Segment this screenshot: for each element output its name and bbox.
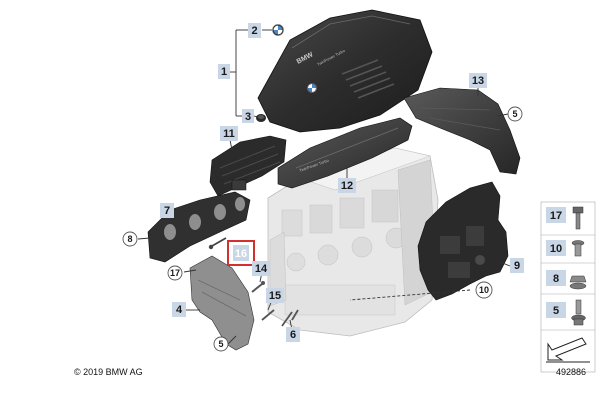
callout-13: 13: [469, 73, 487, 88]
callout-12-number: 12: [341, 180, 353, 192]
callout-3: 3: [242, 109, 254, 123]
engine-block: [267, 147, 439, 337]
fastener-label-5: 5: [553, 305, 559, 317]
callout-14-number: 14: [255, 263, 268, 275]
part-9-sound-insulation: [417, 181, 509, 301]
callout-14: 14: [252, 261, 270, 276]
callout-16-highlighted: 16: [227, 240, 255, 266]
document-number: 492886: [556, 367, 587, 377]
svg-text:7: 7: [164, 205, 170, 217]
callout-5-lower: 5: [213, 336, 229, 352]
callout-2: 2: [248, 23, 261, 38]
callout-15-number: 15: [269, 290, 281, 302]
callout-16-number: 16: [235, 248, 247, 260]
clip-icon: [571, 240, 585, 257]
fastener-label-8: 8: [553, 273, 559, 285]
bolt-icon: [572, 206, 584, 230]
fastener-row-8: 8: [546, 270, 587, 290]
callout-4-number: 4: [176, 304, 183, 316]
grommet-icon: [571, 299, 586, 326]
callout-10-number: 10: [479, 285, 489, 295]
fastener-row-5: 5: [546, 299, 586, 326]
callout-11: 11: [220, 126, 238, 141]
callout-5-lower-number: 5: [218, 339, 223, 349]
callout-1-number: 1: [221, 66, 227, 78]
orientation-arrow-icon: [546, 337, 590, 363]
callout-9: 9: [510, 258, 524, 273]
callout-9-number: 9: [514, 260, 520, 272]
callout-17-number: 17: [170, 268, 180, 278]
callout-10: 10: [475, 281, 493, 299]
fastener-row-17: 17: [546, 206, 584, 230]
callout-5-upper-number: 5: [512, 109, 517, 119]
callout-8-number: 8: [127, 234, 132, 244]
part-16-clip: [208, 237, 227, 250]
callout-13-number: 13: [472, 75, 484, 87]
fastener-table: 17 10 8 5: [540, 201, 596, 373]
engine-cover: BMW TwinPower Turbo: [257, 9, 433, 133]
nut-icon: [569, 275, 587, 290]
part-11-intake-shield: [209, 135, 287, 197]
callout-6: 6: [286, 327, 300, 342]
callout-3-number: 3: [245, 111, 251, 123]
callout-8: 8: [122, 231, 138, 247]
callout-4: 4: [172, 302, 186, 317]
part-3-grommet: [256, 114, 266, 122]
leader-lines: [137, 29, 511, 345]
part-14-stud: [251, 281, 265, 293]
callout-11-number: 11: [223, 128, 235, 140]
callout-15: 15: [266, 288, 284, 303]
fastener-label-10: 10: [550, 243, 562, 255]
callout-2-number: 2: [251, 25, 257, 37]
part-15-bolt: [261, 309, 275, 321]
copyright-notice: © 2019 BMW AG: [74, 367, 143, 377]
callout-5-upper: 5: [507, 106, 523, 122]
fastener-label-17: 17: [550, 210, 562, 222]
callout-12: 12: [338, 178, 356, 193]
callout-17: 17: [167, 265, 183, 281]
callout-6-number: 6: [290, 329, 296, 341]
fastener-row-10: 10: [546, 240, 585, 257]
cover-bmw-roundel-icon: [307, 83, 317, 93]
callout-7: 7: [160, 203, 174, 218]
part-2-emblem: [272, 24, 284, 36]
part-6-bolt: [281, 309, 299, 327]
part-4-lower-shield: [189, 255, 255, 351]
part-12-top-shield: TwinPower Turbo: [277, 117, 413, 189]
callout-1: 1: [218, 64, 230, 79]
